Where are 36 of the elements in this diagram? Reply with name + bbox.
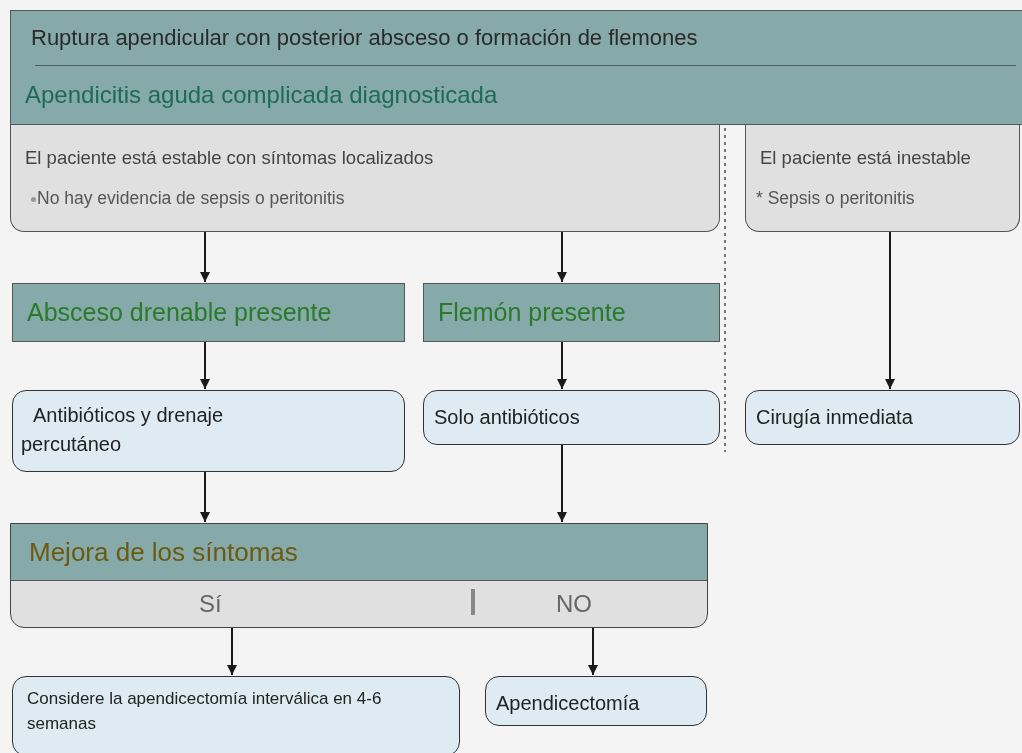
- finding-box: [423, 283, 720, 342]
- arrow: [227, 627, 237, 676]
- treatment-box: [423, 390, 720, 445]
- decision-band: [10, 523, 708, 628]
- arrow: [200, 231, 210, 283]
- outcome-box: [485, 676, 707, 726]
- treatment-text: Solo antibióticos: [434, 405, 580, 430]
- condition-text: El paciente está inestable: [760, 147, 971, 169]
- outcome-box: [12, 676, 460, 753]
- arrow: [588, 627, 598, 676]
- arrow: [200, 341, 210, 390]
- condition-detail-text: No hay evidencia de sepsis o peritonitis: [37, 188, 345, 209]
- answer-text: Sí: [199, 590, 222, 618]
- treatment-text: Considere la apendicectomía interválica en 4-6 semanas: [27, 688, 383, 735]
- arrow: [885, 231, 895, 390]
- decision-text: Mejora de los síntomas: [29, 537, 298, 568]
- answer-text: NO: [556, 590, 592, 618]
- condition-detail-text: * Sepsis o peritonitis: [756, 188, 915, 209]
- arrow: [200, 471, 210, 523]
- finding-text: Flemón presente: [438, 298, 626, 327]
- treatment-text: Apendicectomía: [496, 691, 640, 716]
- finding-text: Absceso drenable presente: [27, 298, 332, 327]
- treatment-text: Cirugía inmediata: [756, 405, 913, 430]
- treatment-box: [745, 390, 1020, 445]
- condition-box: [10, 125, 720, 232]
- heading-text: Ruptura apendicular con posterior absceso o formación de flemones: [31, 25, 698, 51]
- finding-box: [12, 283, 405, 342]
- header-band: [10, 10, 1022, 125]
- arrow: [557, 231, 567, 283]
- condition-box: [745, 125, 1020, 232]
- treatment-text: Antibióticos y drenaje percutáneo: [21, 403, 225, 457]
- treatment-box: [12, 390, 405, 472]
- condition-text: El paciente está estable con síntomas localizados: [25, 147, 434, 169]
- arrow: [557, 444, 567, 523]
- subheading-text: Apendicitis aguda complicada diagnosticada: [25, 81, 498, 109]
- arrow: [557, 341, 567, 390]
